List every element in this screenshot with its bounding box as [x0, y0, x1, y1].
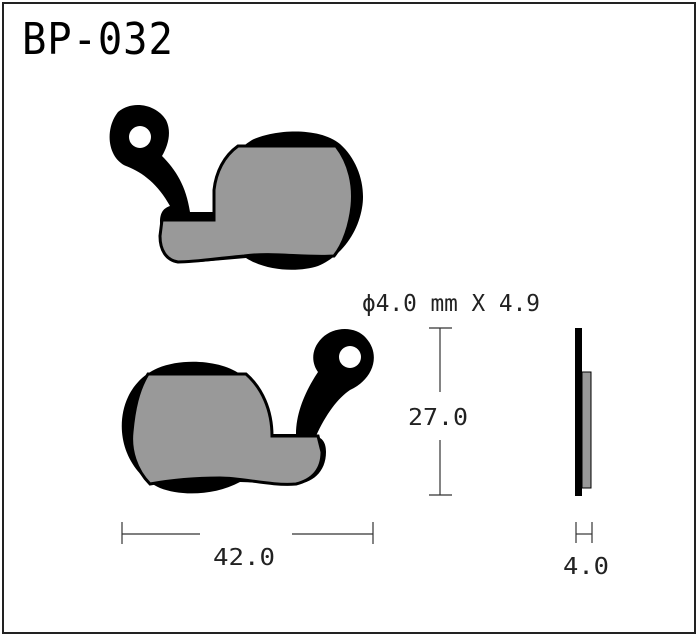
mounting-hole-top: [129, 126, 151, 148]
width-dimension-label: 42.0: [213, 545, 275, 571]
height-dimension-label: 27.0: [408, 405, 468, 431]
part-number-title: BP-032: [22, 14, 174, 65]
hole-dimension-label: ϕ4.0 mm X 4.9: [362, 291, 540, 317]
friction-material-bottom: [130, 372, 324, 486]
side-backing-plate: [575, 328, 582, 496]
side-friction-layer: [581, 371, 592, 489]
side-view: [575, 328, 592, 496]
height-dimension: [429, 327, 452, 496]
thickness-dimension-label: 4.0: [563, 554, 609, 580]
brake-pad-top: [109, 105, 364, 270]
width-dimension: [121, 522, 374, 544]
brake-pad-bottom: [121, 329, 374, 494]
thickness-dimension: [575, 522, 593, 543]
friction-material-top: [158, 144, 354, 264]
mounting-hole-bottom: [339, 346, 361, 368]
